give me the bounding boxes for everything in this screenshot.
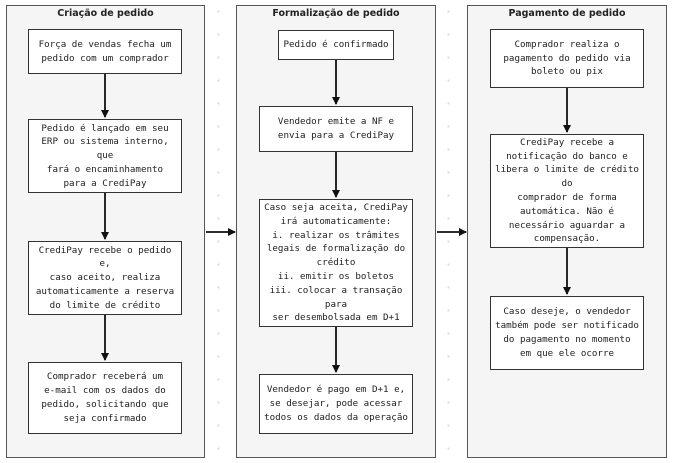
step-vendedor-pago-d1: Vendedor é pago em D+1 e, se desejar, po…: [259, 374, 413, 434]
step-vendedor-emite-nf: Vendedor emite a NF e envia para a Credi…: [259, 106, 413, 152]
step-pedido-lancado-no-erp: Pedido é lançado em seu ERP ou sistema i…: [28, 119, 182, 193]
step-credipay-libera-limite: CrediPay recebe a notificação do banco e…: [490, 134, 644, 248]
step-forca-de-vendas-fecha-pedido: Força de vendas fecha um pedido com um c…: [28, 29, 182, 74]
lane-title: Criação de pedido: [57, 8, 154, 19]
step-pedido-confirmado: Pedido é confirmado: [278, 30, 394, 60]
step-credipay-formaliza-credito: Caso seja aceita, CrediPay irá automatic…: [259, 199, 413, 327]
lane-title: Pagamento de pedido: [508, 8, 626, 19]
step-vendedor-notificado: Caso deseje, o vendedor também pode ser …: [490, 296, 644, 370]
step-comprador-recebe-email: Comprador receberá um e-mail com os dado…: [28, 362, 182, 434]
lane-title: Formalização de pedido: [272, 8, 400, 19]
step-credipay-recebe-pedido: CrediPay recebe o pedido e, caso aceito,…: [28, 241, 182, 315]
step-comprador-realiza-pagamento: Comprador realiza o pagamento do pedido …: [490, 29, 644, 88]
